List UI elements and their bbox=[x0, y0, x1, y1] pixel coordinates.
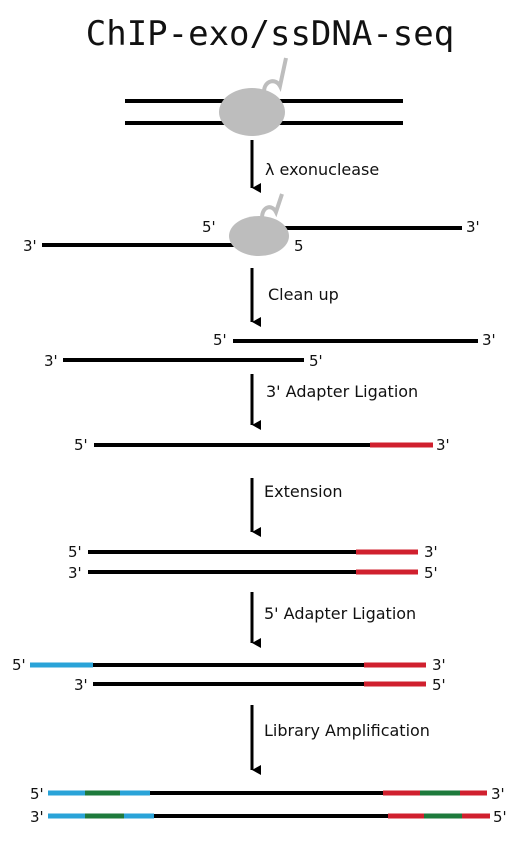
stage-4-3-adapter: 5' 3' bbox=[74, 436, 450, 454]
stage-7-amplified-library: 5' 3' 3' 5' bbox=[30, 785, 507, 826]
end-label-3: 3' bbox=[23, 237, 37, 255]
end-label-3: 3' bbox=[466, 218, 480, 236]
stage-6-5-adapter: 5' 3' 3' 5' bbox=[12, 656, 446, 694]
end-label-5: 5' bbox=[30, 785, 44, 803]
protein-icon bbox=[219, 88, 285, 136]
end-label-5: 5' bbox=[12, 656, 26, 674]
end-label-5: 5' bbox=[68, 543, 82, 561]
end-label-3: 3' bbox=[44, 352, 58, 370]
step-label-3-adapter-ligation: 3' Adapter Ligation bbox=[266, 382, 418, 401]
end-label-3: 3' bbox=[74, 676, 88, 694]
step-label-clean-up: Clean up bbox=[268, 285, 339, 304]
end-label-5: 5' bbox=[309, 352, 323, 370]
stage-5-extension: 5' 3' 3' 5' bbox=[68, 543, 438, 582]
step-label-extension: Extension bbox=[264, 482, 343, 501]
end-label-3: 3' bbox=[482, 331, 496, 349]
end-label-3: 3' bbox=[68, 564, 82, 582]
end-label-3: 3' bbox=[432, 656, 446, 674]
end-label-5: 5 bbox=[294, 237, 304, 255]
antibody-icon bbox=[262, 57, 288, 93]
protein-icon bbox=[229, 216, 289, 256]
end-label-5: 5' bbox=[493, 808, 507, 826]
end-label-5: 5' bbox=[424, 564, 438, 582]
end-label-5: 5' bbox=[74, 436, 88, 454]
end-label-3: 3' bbox=[424, 543, 438, 561]
step-label-library-amplification: Library Amplification bbox=[264, 721, 430, 740]
step-label-exonuclease: λ exonuclease bbox=[265, 160, 379, 179]
stage-3-single-strands: 5' 3' 3' 5' bbox=[44, 331, 496, 370]
antibody-icon bbox=[260, 193, 284, 219]
end-label-5: 5' bbox=[213, 331, 227, 349]
step-label-5-adapter-ligation: 5' Adapter Ligation bbox=[264, 604, 416, 623]
diagram-title: ChIP-exo/ssDNA-seq bbox=[86, 14, 454, 54]
stage-2-exonuclease: 5' 3' 3' 5 bbox=[23, 193, 480, 256]
end-label-5: 5' bbox=[202, 218, 216, 236]
end-label-3: 3' bbox=[491, 785, 505, 803]
end-label-3: 3' bbox=[436, 436, 450, 454]
stage-1-dsdna-protein bbox=[125, 57, 403, 136]
end-label-5: 5' bbox=[432, 676, 446, 694]
end-label-3: 3' bbox=[30, 808, 44, 826]
